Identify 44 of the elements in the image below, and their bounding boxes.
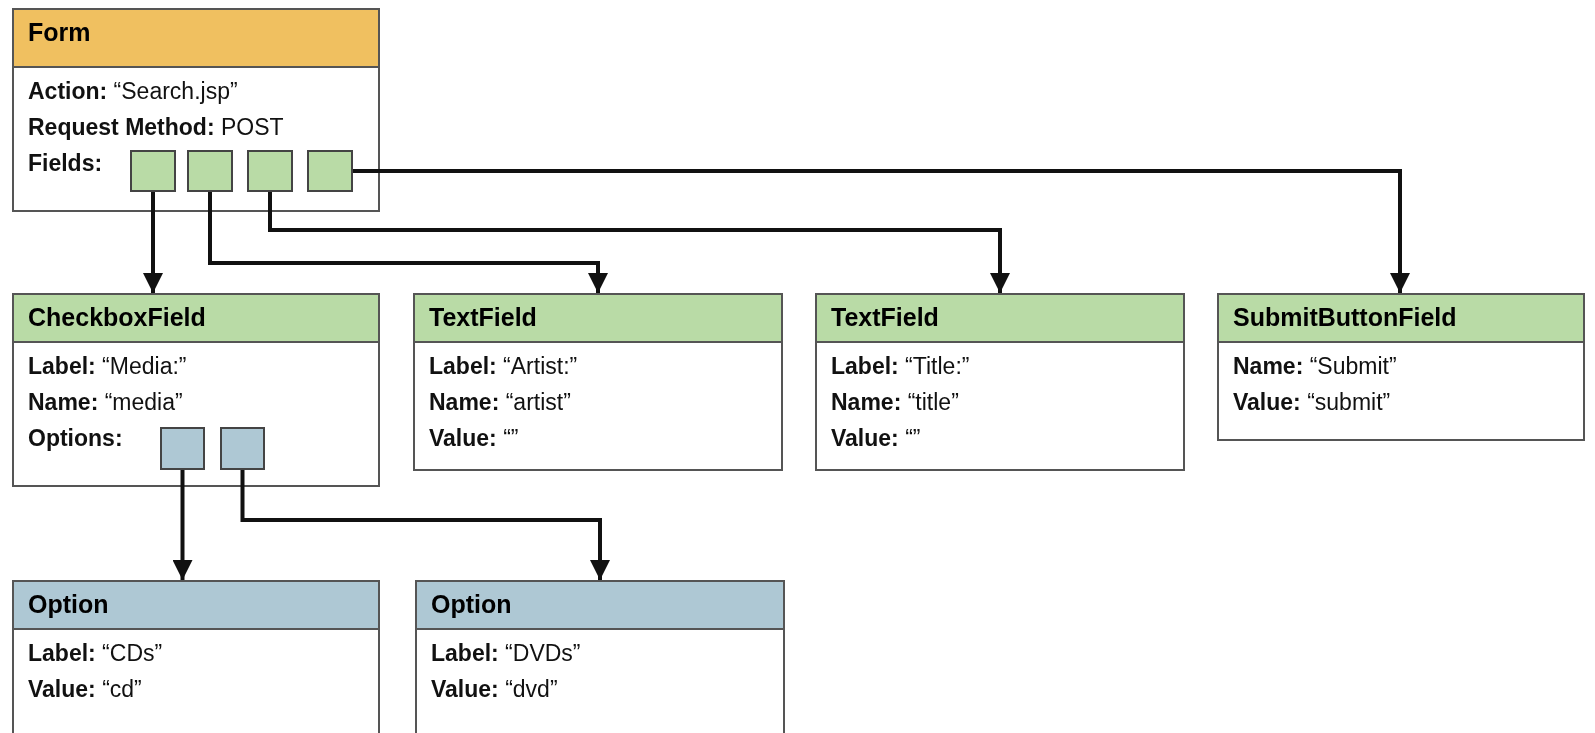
property-text: Label: “Media:” (28, 353, 187, 380)
property-text: Label: “DVDs” (431, 640, 581, 667)
property-text: Name: “Submit” (1233, 353, 1397, 380)
arrow (268, 192, 1010, 293)
property-text: Value: “cd” (28, 676, 142, 703)
arrow (240, 470, 610, 580)
property-text: Name: “media” (28, 389, 183, 416)
class-heading: Form (14, 10, 378, 68)
property-text: Label: “Title:” (831, 353, 970, 380)
arrow (353, 169, 1410, 293)
port-square (187, 150, 233, 192)
arrow (143, 192, 163, 293)
class-box (413, 293, 783, 471)
property-text: Request Method: POST (28, 114, 284, 141)
class-box (415, 580, 785, 733)
class-heading: TextField (415, 295, 781, 343)
port-square (307, 150, 353, 192)
property-text: Value: “” (831, 425, 921, 452)
port-square (130, 150, 176, 192)
class-box (12, 8, 380, 212)
class-heading: Option (14, 582, 378, 630)
arrow (172, 470, 193, 580)
port-square (247, 150, 293, 192)
class-heading: SubmitButtonField (1219, 295, 1583, 343)
class-heading: Option (417, 582, 783, 630)
property-text: Options: (28, 425, 123, 452)
class-box (12, 293, 380, 487)
class-heading: CheckboxField (14, 295, 378, 343)
property-text: Fields: (28, 150, 103, 177)
property-text: Label: “CDs” (28, 640, 163, 667)
property-text: Label: “Artist:” (429, 353, 578, 380)
property-text: Name: “artist” (429, 389, 571, 416)
class-box (12, 580, 380, 733)
property-text: Name: “title” (831, 389, 959, 416)
property-text: Value: “dvd” (431, 676, 558, 703)
port-square (220, 427, 265, 470)
port-square (160, 427, 205, 470)
arrow (208, 192, 608, 293)
property-text: Action: “Search.jsp” (28, 78, 238, 105)
class-box (1217, 293, 1585, 441)
property-text: Value: “” (429, 425, 519, 452)
class-heading: TextField (817, 295, 1183, 343)
property-text: Value: “submit” (1233, 389, 1391, 416)
class-box (815, 293, 1185, 471)
